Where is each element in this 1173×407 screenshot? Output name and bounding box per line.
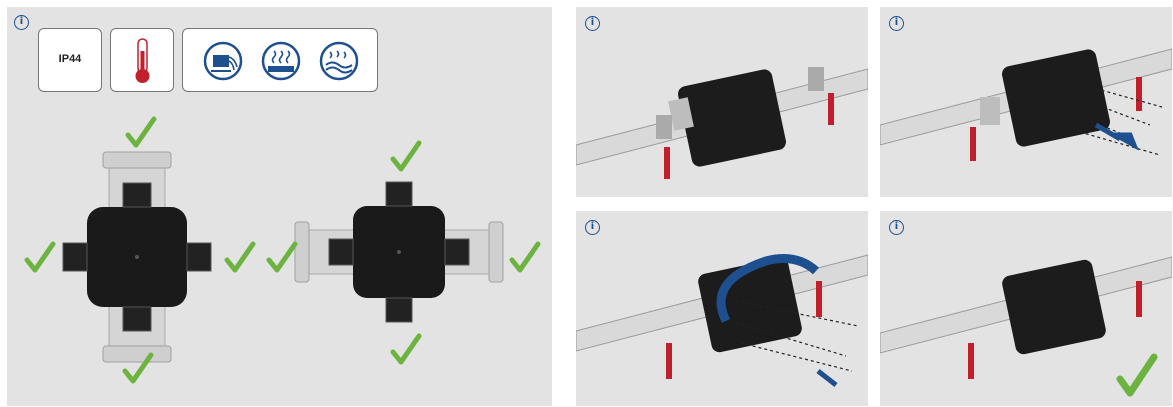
pump-orientations-illustration bbox=[24, 116, 541, 384]
check-icon bbox=[509, 241, 541, 273]
installation-complete-illustration bbox=[880, 256, 1172, 397]
info-icon[interactable]: i bbox=[889, 220, 904, 235]
humidity-icon bbox=[261, 41, 301, 81]
pump-mounted-illustration bbox=[576, 67, 868, 179]
info-icon[interactable]: i bbox=[585, 16, 600, 31]
ip-rating-label: IP44 bbox=[58, 53, 82, 65]
check-icon bbox=[125, 116, 157, 148]
temperature-box bbox=[110, 28, 174, 92]
water-spray-icon bbox=[203, 41, 243, 81]
pump-vertical bbox=[62, 151, 212, 363]
check-icon bbox=[24, 241, 56, 273]
remove-screws-illustration bbox=[880, 48, 1172, 161]
arrow-icon bbox=[816, 369, 838, 387]
environment-box bbox=[182, 28, 378, 92]
thermometer-icon bbox=[135, 38, 150, 83]
pump-horizontal bbox=[294, 181, 504, 323]
info-icon[interactable]: i bbox=[14, 15, 29, 30]
step-panel-1: i bbox=[576, 7, 868, 197]
check-icon bbox=[1116, 353, 1158, 397]
orientation-panel: i IP44 bbox=[7, 7, 552, 406]
step-panel-3: i bbox=[576, 211, 868, 406]
info-icon[interactable]: i bbox=[889, 16, 904, 31]
rotate-pump-head-illustration bbox=[576, 254, 868, 387]
check-icon bbox=[122, 352, 154, 384]
step-panel-2: i bbox=[880, 7, 1172, 197]
ip-rating-box: IP44 bbox=[38, 28, 102, 92]
check-icon bbox=[266, 241, 298, 273]
step-panel-4: i bbox=[880, 211, 1172, 406]
condensation-icon bbox=[319, 41, 359, 81]
rotate-arrow-icon bbox=[716, 254, 820, 324]
check-icon bbox=[224, 241, 256, 273]
check-icon bbox=[390, 140, 422, 172]
check-icon bbox=[390, 333, 422, 365]
info-icon[interactable]: i bbox=[585, 220, 600, 235]
arrow-icon bbox=[1094, 122, 1139, 151]
